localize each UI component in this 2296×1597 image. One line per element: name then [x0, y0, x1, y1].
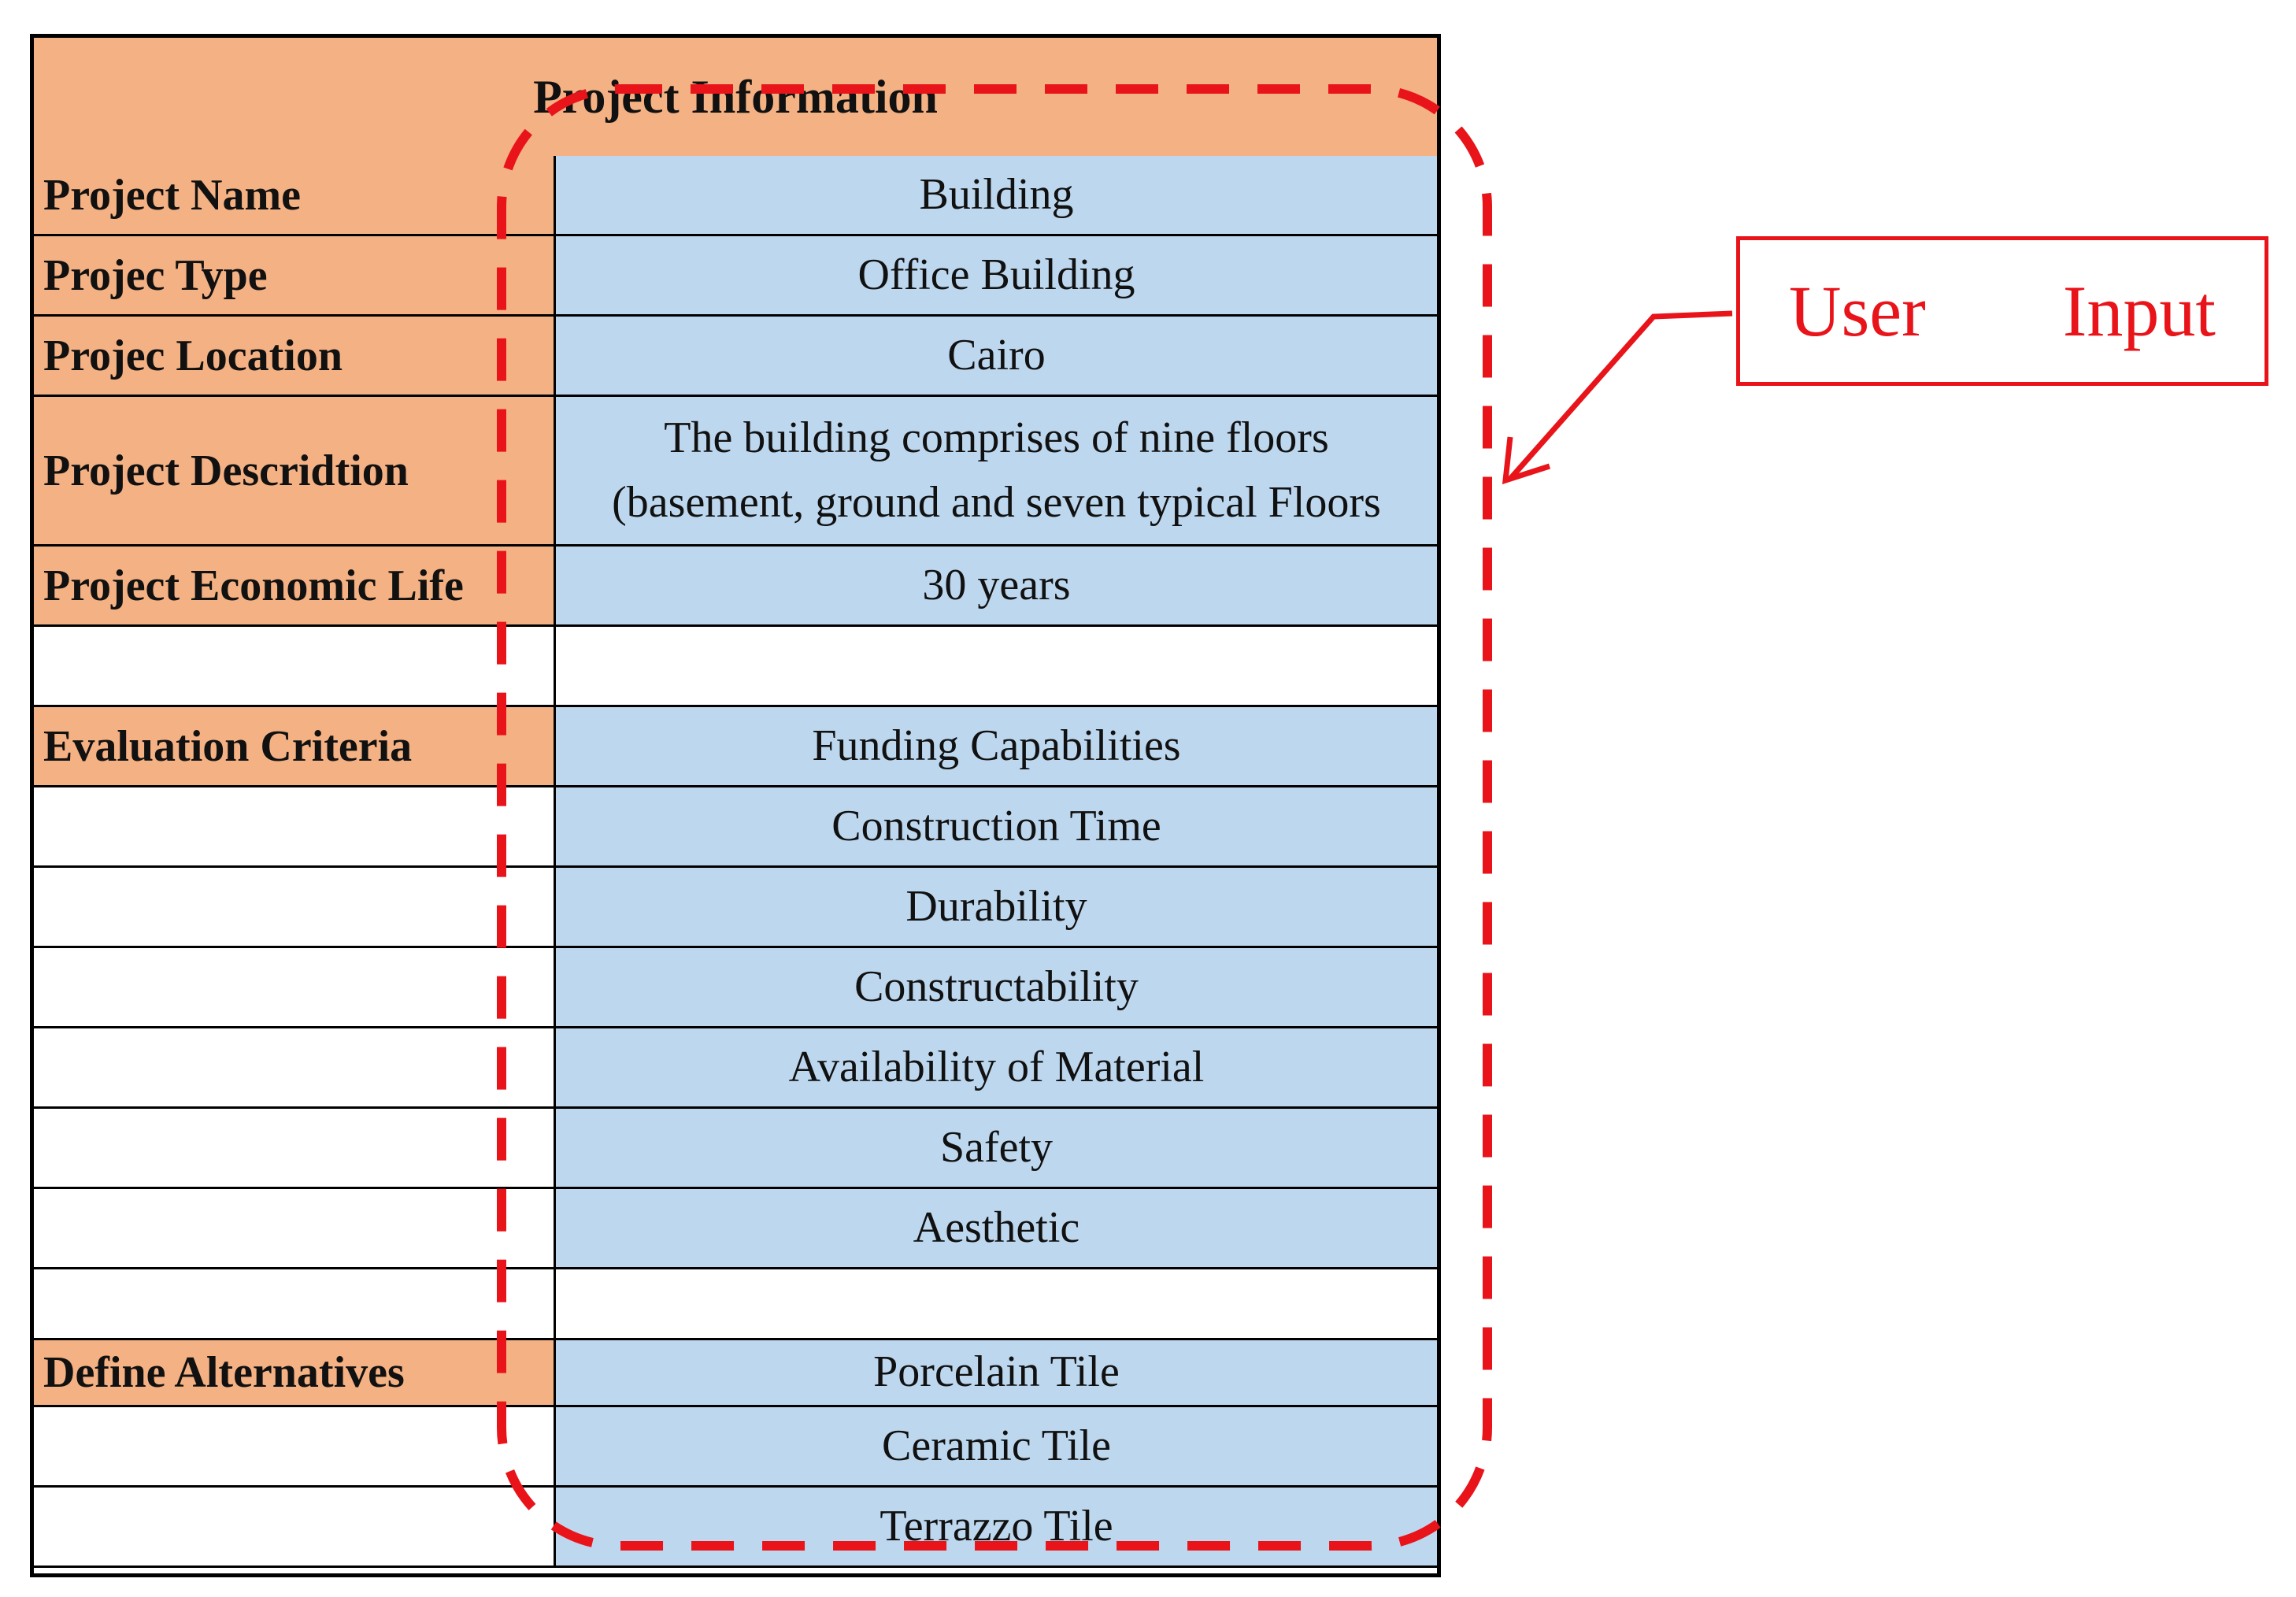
- row-value-cell[interactable]: Ceramic Tile: [556, 1407, 1437, 1488]
- row-label: [34, 1189, 556, 1269]
- row-label: [34, 1407, 556, 1488]
- table-row: Constructability: [34, 948, 1437, 1028]
- row-value-cell[interactable]: Availability of Material: [556, 1028, 1437, 1109]
- row-value-cell[interactable]: Safety: [556, 1109, 1437, 1189]
- row-value-cell: [556, 1269, 1437, 1340]
- row-label: Projec Type: [34, 236, 556, 317]
- row-value-cell[interactable]: Porcelain Tile: [556, 1340, 1437, 1407]
- row-value-cell: [556, 627, 1437, 707]
- row-value-cell[interactable]: Aesthetic: [556, 1189, 1437, 1269]
- row-value-cell[interactable]: 30 years: [556, 547, 1437, 627]
- row-label: [34, 627, 556, 707]
- row-label: [34, 1109, 556, 1189]
- row-label: Project Descridtion: [34, 397, 556, 547]
- table-row: Ceramic Tile: [34, 1407, 1437, 1488]
- callout-word-user: User: [1789, 271, 1926, 351]
- row-value-cell[interactable]: Durability: [556, 868, 1437, 948]
- row-value-cell[interactable]: Construction Time: [556, 787, 1437, 868]
- table-row: Construction Time: [34, 787, 1437, 868]
- row-value-cell[interactable]: Cairo: [556, 317, 1437, 397]
- row-label: [34, 868, 556, 948]
- row-value-cell[interactable]: Constructability: [556, 948, 1437, 1028]
- arrow-head-icon: [1502, 436, 1551, 484]
- row-label: [34, 1269, 556, 1340]
- table-title: Project Information: [34, 38, 1437, 158]
- table-row: [34, 1269, 1437, 1340]
- callout-arrow-line: [1508, 310, 1733, 481]
- table-row: Terrazzo Tile: [34, 1488, 1437, 1568]
- row-label: [34, 1488, 556, 1568]
- table-row: Availability of Material: [34, 1028, 1437, 1109]
- callout-word-input: Input: [2062, 271, 2216, 351]
- row-label: [34, 948, 556, 1028]
- row-value-cell[interactable]: Building: [556, 156, 1437, 236]
- row-value-cell[interactable]: Funding Capabilities: [556, 707, 1437, 787]
- row-label: Project Economic Life: [34, 547, 556, 627]
- row-label: Project Name: [34, 156, 556, 236]
- row-label: Projec Location: [34, 317, 556, 397]
- row-value-cell[interactable]: Office Building: [556, 236, 1437, 317]
- table-row: [34, 627, 1437, 707]
- user-input-callout: User Input: [1736, 236, 2268, 386]
- row-label: [34, 1028, 556, 1109]
- row-label: Define Alternatives: [34, 1340, 556, 1407]
- row-value-cell[interactable]: The building comprises of nine floors (b…: [556, 397, 1437, 547]
- row-label: Evaluation Criteria: [34, 707, 556, 787]
- row-value-cell[interactable]: Terrazzo Tile: [556, 1488, 1437, 1568]
- table-row: Safety: [34, 1109, 1437, 1189]
- row-label: [34, 787, 556, 868]
- table-row: Durability: [34, 868, 1437, 948]
- table-row: Aesthetic: [34, 1189, 1437, 1269]
